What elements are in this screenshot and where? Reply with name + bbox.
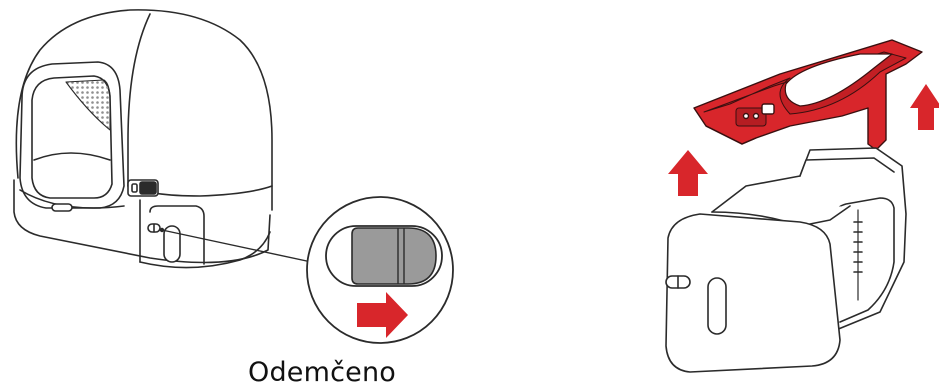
arrow-right-icon <box>357 292 408 338</box>
red-frame-part <box>693 39 923 151</box>
lock-state-caption: Odemčeno <box>248 357 396 388</box>
litter-box-unit <box>13 9 273 269</box>
slider-magnifier <box>306 196 454 344</box>
arrow-up-icon <box>668 150 708 196</box>
arrow-up-icon <box>910 84 939 130</box>
waste-drawer <box>665 147 907 373</box>
leader-line <box>159 227 331 267</box>
